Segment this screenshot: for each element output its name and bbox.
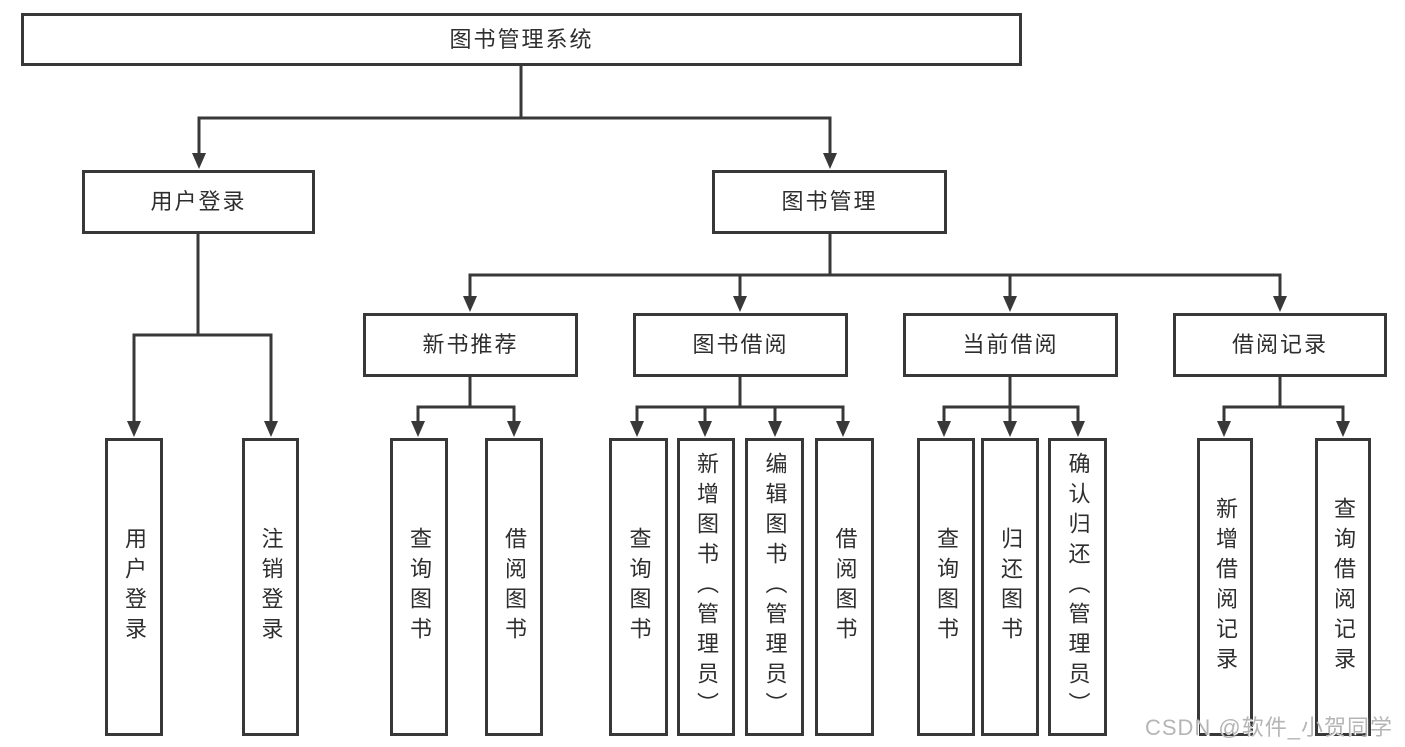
node-label: 查询图书 xyxy=(407,527,432,647)
node-label: 借阅图书 xyxy=(832,527,858,647)
leaf-query-borrow-record: 查询借阅记录 xyxy=(1315,438,1371,736)
node-label: 当前借阅 xyxy=(962,332,1059,357)
leaf-add-books-admin: 新增图书（管理员） xyxy=(677,438,735,736)
node-label: 借阅记录 xyxy=(1231,332,1328,357)
leaf-edit-books-admin: 编辑图书（管理员） xyxy=(745,438,804,736)
node-label: 新增借阅记录 xyxy=(1213,497,1238,677)
node-label: 借阅图书 xyxy=(502,527,527,647)
node-borrow-records: 借阅记录 xyxy=(1173,313,1387,377)
node-book-management: 图书管理 xyxy=(712,170,947,234)
csdn-watermark: CSDN @软件_小贺同学 xyxy=(1144,715,1393,740)
leaf-borrow-books-recommend: 借阅图书 xyxy=(485,438,543,736)
node-label: 查询图书 xyxy=(626,527,652,647)
leaf-confirm-return-admin: 确认归还（管理员） xyxy=(1048,438,1107,736)
node-label: 注销登录 xyxy=(258,527,284,647)
leaf-query-books-borrow: 查询图书 xyxy=(609,438,668,736)
node-label: 新增图书（管理员） xyxy=(694,452,719,722)
node-label: 图书管理系统 xyxy=(449,26,594,52)
node-label: 用户登录 xyxy=(122,527,147,647)
node-current-borrow: 当前借阅 xyxy=(903,313,1118,377)
node-user-login: 用户登录 xyxy=(82,170,315,234)
leaf-user-login: 用户登录 xyxy=(105,438,163,736)
node-library-management-system: 图书管理系统 xyxy=(21,13,1022,66)
node-label: 查询图书 xyxy=(934,527,959,647)
node-label: 编辑图书（管理员） xyxy=(762,452,788,722)
leaf-query-books-current: 查询图书 xyxy=(917,438,975,736)
node-label: 查询借阅记录 xyxy=(1331,497,1356,677)
arrowheads xyxy=(127,153,1350,437)
node-label: 新书推荐 xyxy=(422,332,519,357)
node-new-book-recommend: 新书推荐 xyxy=(363,313,578,377)
leaf-return-books: 归还图书 xyxy=(981,438,1039,736)
node-label: 用户登录 xyxy=(150,189,247,214)
leaf-add-borrow-record: 新增借阅记录 xyxy=(1197,438,1253,736)
node-label: 确认归还（管理员） xyxy=(1065,452,1091,722)
node-label: 图书管理 xyxy=(781,189,878,214)
node-book-borrow: 图书借阅 xyxy=(633,313,848,377)
leaf-borrow-books: 借阅图书 xyxy=(815,438,874,736)
leaf-logout: 注销登录 xyxy=(242,438,299,736)
leaf-query-books-recommend: 查询图书 xyxy=(390,438,448,736)
node-label: 图书借阅 xyxy=(692,332,789,357)
node-label: 归还图书 xyxy=(998,527,1023,647)
